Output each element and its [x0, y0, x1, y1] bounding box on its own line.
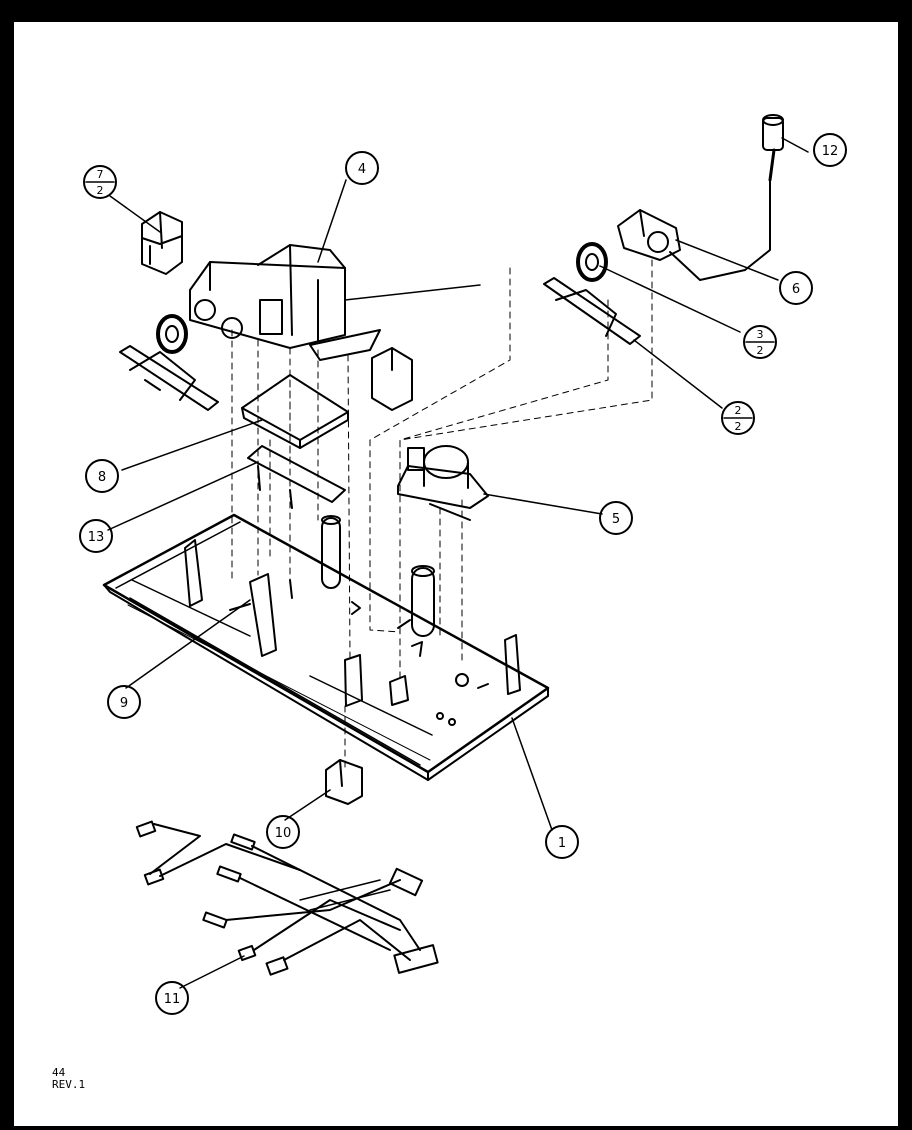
callout-4: 4	[345, 151, 379, 185]
page-number: 44	[52, 1066, 66, 1079]
callout-7-2-bottom: 2	[97, 184, 104, 197]
callout-9: 9	[107, 685, 141, 719]
bracket-rail-left	[119, 345, 219, 411]
knob-left-part	[156, 314, 188, 354]
callout-12: 12	[813, 133, 847, 167]
callout-3-2: 3 2	[743, 325, 777, 359]
callout-2-2: 2 2	[721, 401, 755, 435]
drawing-sheet	[14, 22, 898, 1126]
leader-lines	[107, 137, 809, 989]
page-footer: 44 REV.1	[52, 1067, 85, 1091]
callout-5: 5	[599, 501, 633, 535]
callout-1: 1	[545, 825, 579, 859]
switch-part	[325, 759, 363, 805]
bracket-rail-right	[543, 277, 641, 345]
callout-6: 6	[779, 271, 813, 305]
callout-8-label: 8	[98, 470, 106, 485]
callout-6-label: 6	[792, 282, 800, 297]
callout-13: 13	[79, 519, 113, 553]
callout-2-2-bottom: 2	[735, 420, 742, 433]
wire-harness-part	[135, 820, 439, 976]
callout-10: 10	[266, 815, 300, 849]
timer-motor-part	[397, 445, 489, 521]
callout-3-2-bottom: 2	[757, 344, 764, 357]
callout-5-label: 5	[612, 512, 620, 527]
callout-8: 8	[85, 459, 119, 493]
callout-7-2: 7 2	[83, 165, 117, 199]
thermostat-part	[617, 148, 776, 281]
base-plate-part	[102, 513, 550, 781]
callout-3-2-top: 3	[757, 328, 764, 341]
callout-2-2-top: 2	[735, 404, 742, 417]
callout-11-label: 11	[164, 992, 181, 1007]
callout-12-label: 12	[822, 144, 839, 159]
block-part	[371, 347, 413, 411]
control-housing-part	[189, 244, 481, 361]
knob-right-part	[576, 242, 608, 282]
assembly-guide-lines	[231, 259, 653, 771]
sensor-bulb-part	[762, 114, 784, 151]
callout-4-label: 4	[358, 162, 366, 177]
clip-part	[141, 211, 183, 275]
callout-7-2-top: 7	[97, 168, 104, 181]
revision-label: REV.1	[52, 1078, 86, 1091]
callout-10-label: 10	[275, 826, 292, 841]
callout-9-label: 9	[120, 696, 128, 711]
callout-13-label: 13	[88, 530, 105, 545]
callout-11: 11	[155, 981, 189, 1015]
bracket-13-part	[247, 445, 346, 509]
callout-1-label: 1	[558, 836, 566, 851]
